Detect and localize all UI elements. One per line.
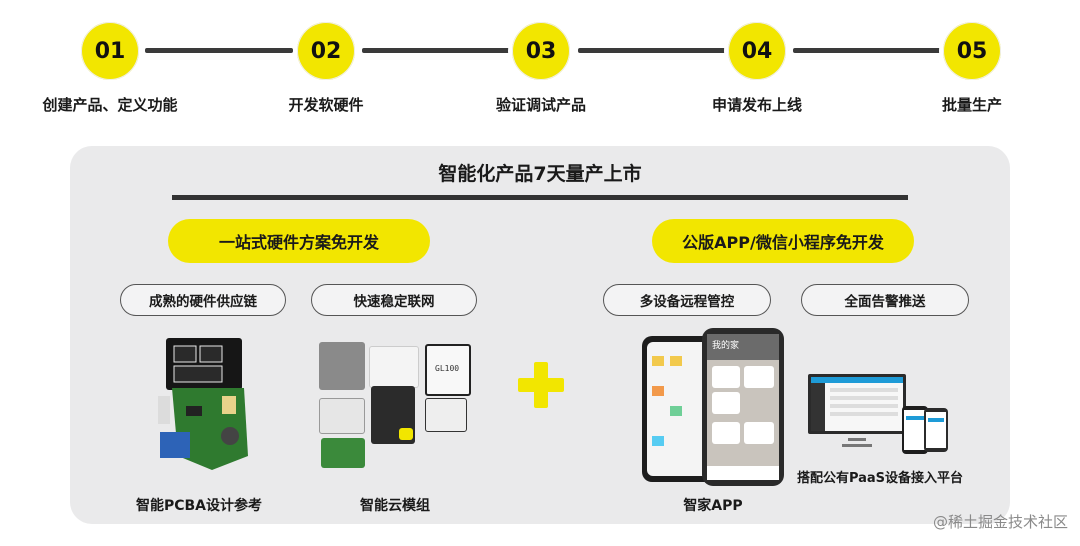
module-chip	[319, 398, 365, 434]
caption-paas: 搭配公有PaaS设备接入平台	[796, 471, 964, 486]
feature-pill-alerts: 全面告警推送	[801, 284, 969, 316]
step-label-01: 创建产品、定义功能	[42, 96, 178, 114]
step-circle-02: 02	[293, 18, 359, 84]
feature-pill-supply-chain: 成熟的硬件供应链	[120, 284, 286, 316]
caption-app: 智家APP	[683, 498, 743, 514]
feature-pill-remote-control: 多设备远程管控	[603, 284, 771, 316]
step-connector	[362, 48, 510, 53]
step-label-02: 开发软硬件	[288, 96, 364, 114]
watermark: @稀土掘金技术社区	[932, 513, 1068, 531]
step-circle-01: 01	[77, 18, 143, 84]
app-phones-image	[642, 328, 784, 486]
step-connector	[145, 48, 293, 53]
step-circle-05: 05	[939, 18, 1005, 84]
caption-cloud-module: 智能云模组	[360, 498, 430, 514]
step-connector	[578, 48, 726, 53]
step-connector	[793, 48, 941, 53]
paas-platform-image	[808, 374, 948, 454]
feature-pill-networking: 快速稳定联网	[311, 284, 477, 316]
module-chip	[369, 346, 419, 388]
step-circle-03: 03	[508, 18, 574, 84]
module-chip	[425, 344, 471, 396]
step-label-04: 申请发布上线	[711, 96, 802, 114]
pcba-board-image	[158, 338, 248, 470]
module-chip	[321, 438, 365, 468]
step-label-03: 验证调试产品	[495, 96, 586, 114]
app-heading-pill: 公版APP/微信小程序免开发	[652, 219, 914, 263]
hardware-heading-pill: 一站式硬件方案免开发	[168, 219, 430, 263]
module-chip	[319, 342, 365, 390]
title-divider	[172, 195, 908, 200]
phone-header-title: 我的家	[712, 341, 740, 351]
step-circle-04: 04	[724, 18, 790, 84]
cloud-modules-image: GL100	[317, 342, 471, 470]
step-label-05: 批量生产	[941, 96, 1002, 114]
plus-icon	[518, 362, 564, 408]
caption-pcba: 智能PCBA设计参考	[135, 498, 263, 514]
module-chip	[425, 398, 467, 432]
module-chip	[399, 428, 413, 440]
module-chip-label: GL100	[435, 364, 460, 373]
panel-title: 智能化产品7天量产上市	[438, 163, 642, 185]
